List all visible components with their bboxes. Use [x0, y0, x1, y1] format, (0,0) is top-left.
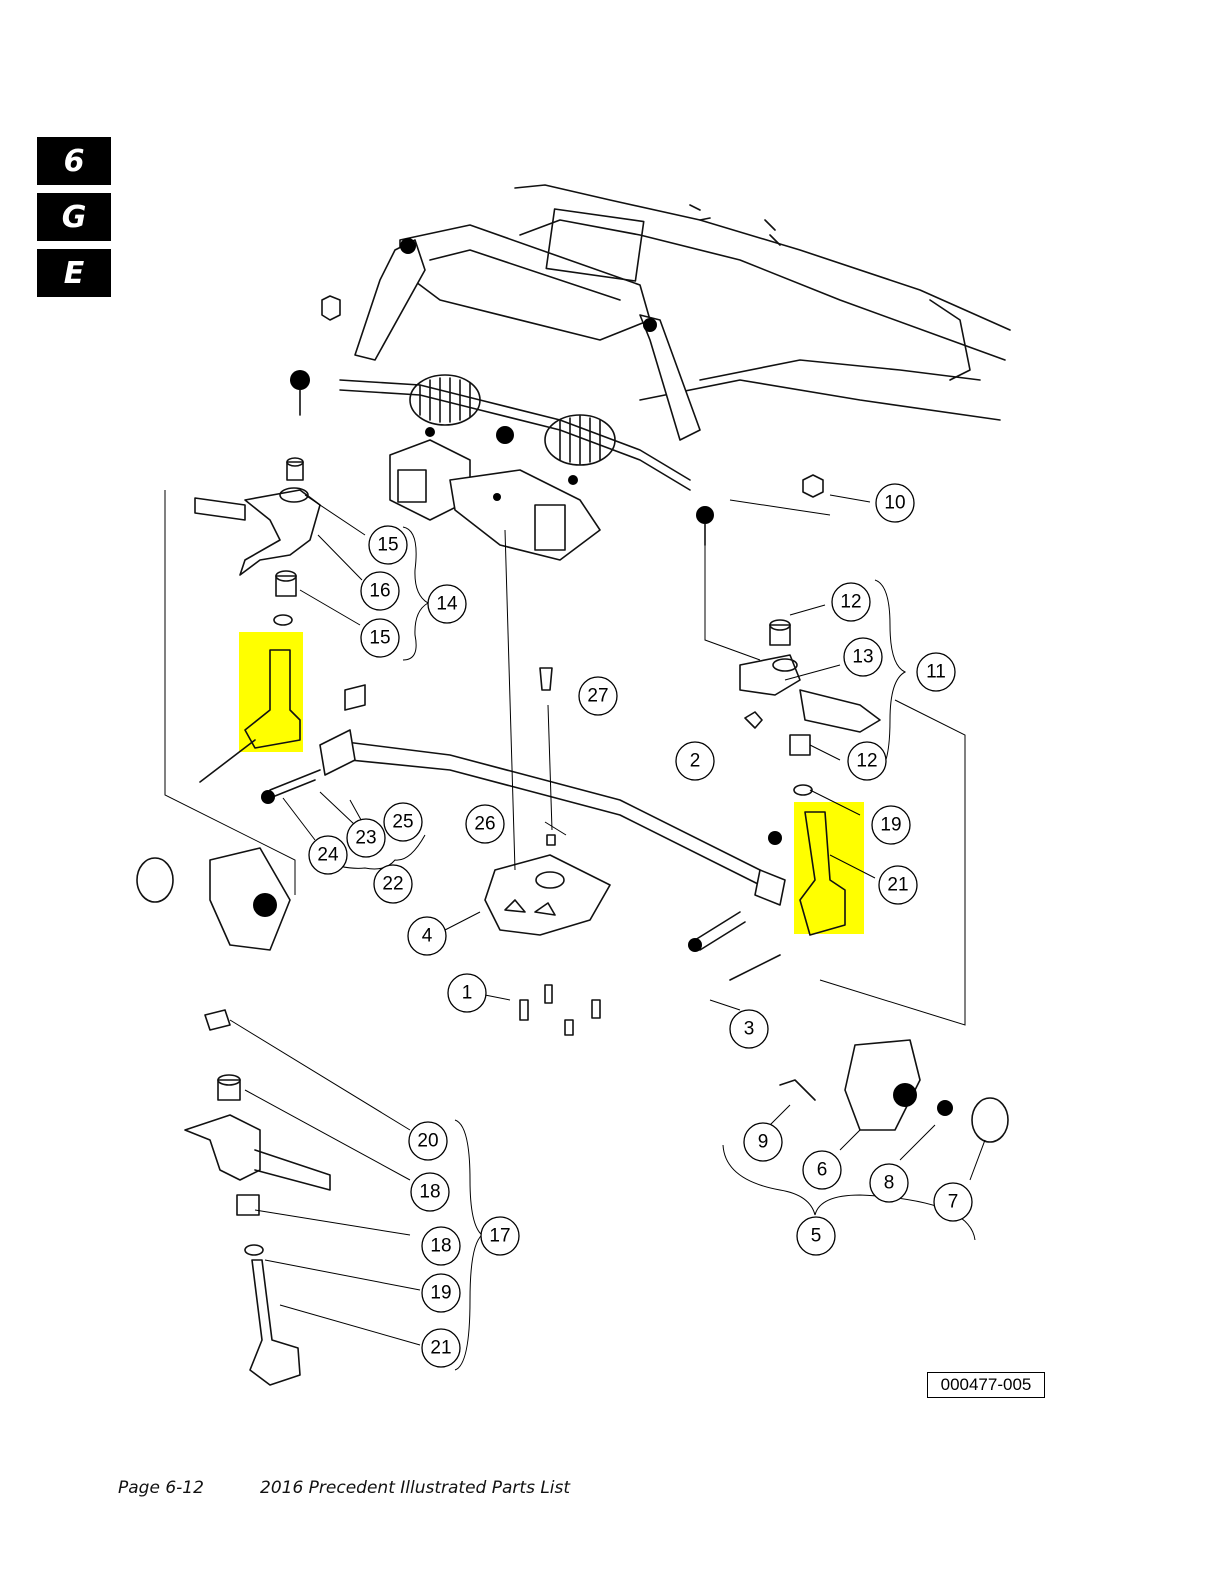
callout-21-right[interactable]: 21: [878, 865, 918, 905]
callout-12-lower[interactable]: 12: [847, 741, 887, 781]
section-tab-6[interactable]: 6: [37, 137, 111, 185]
svg-text:4: 4: [422, 926, 433, 947]
svg-text:3: 3: [744, 1019, 755, 1040]
leader-lines: [164, 490, 986, 1371]
callout-2[interactable]: 2: [675, 741, 715, 781]
highlight-kingpin-left: [239, 632, 303, 752]
svg-text:19: 19: [430, 1283, 451, 1304]
svg-text:7: 7: [948, 1192, 959, 1213]
svg-text:21: 21: [887, 875, 908, 896]
svg-text:19: 19: [880, 815, 901, 836]
center-mount-plate: [484, 667, 611, 1036]
footer-page-number: Page 6-12: [118, 1478, 204, 1498]
svg-text:1: 1: [462, 983, 473, 1004]
svg-text:10: 10: [884, 493, 905, 514]
callout-3[interactable]: 3: [729, 1009, 769, 1049]
callout-16[interactable]: 16: [360, 571, 400, 611]
callout-6[interactable]: 6: [802, 1150, 842, 1190]
callout-5[interactable]: 5: [796, 1216, 836, 1256]
svg-text:25: 25: [392, 812, 413, 833]
svg-text:11: 11: [926, 662, 946, 683]
callout-8[interactable]: 8: [869, 1163, 909, 1203]
callout-26[interactable]: 26: [465, 804, 505, 844]
right-spindle-assembly: [739, 619, 1009, 1143]
section-tab-e[interactable]: E: [37, 249, 111, 297]
callout-7[interactable]: 7: [933, 1182, 973, 1222]
svg-text:23: 23: [355, 828, 376, 849]
callout-12-upper[interactable]: 12: [831, 582, 871, 622]
callout-9[interactable]: 9: [743, 1122, 783, 1162]
svg-text:16: 16: [369, 581, 390, 602]
leaf-spring-axle: [261, 684, 846, 981]
figure-id-box: 000477-005: [927, 1372, 1045, 1398]
callout-18-lower[interactable]: 18: [421, 1226, 461, 1266]
svg-text:20: 20: [417, 1131, 438, 1152]
callout-10[interactable]: 10: [875, 483, 915, 523]
callout-17[interactable]: 17: [480, 1216, 520, 1256]
callout-13[interactable]: 13: [843, 637, 883, 677]
callout-1[interactable]: 1: [447, 973, 487, 1013]
svg-text:2: 2: [690, 751, 701, 772]
callout-15-upper[interactable]: 15: [368, 525, 408, 565]
svg-text:24: 24: [317, 845, 339, 866]
callout-19-right[interactable]: 19: [871, 805, 911, 845]
svg-text:21: 21: [430, 1338, 451, 1359]
svg-text:15: 15: [369, 628, 390, 649]
callout-23[interactable]: 23: [346, 818, 386, 858]
callout-15-lower[interactable]: 15: [360, 618, 400, 658]
svg-text:22: 22: [382, 874, 403, 895]
svg-text:26: 26: [474, 814, 495, 835]
svg-text:18: 18: [419, 1182, 440, 1203]
svg-text:6: 6: [817, 1160, 828, 1181]
callout-24[interactable]: 24: [308, 835, 348, 875]
callout-18-upper[interactable]: 18: [410, 1172, 450, 1212]
callout-20[interactable]: 20: [408, 1121, 448, 1161]
callout-25[interactable]: 25: [383, 802, 423, 842]
svg-text:17: 17: [489, 1226, 510, 1247]
svg-text:14: 14: [436, 594, 458, 615]
spindle-detail-assembly: [184, 1009, 331, 1386]
callout-14[interactable]: 14: [427, 584, 467, 624]
section-tab-g[interactable]: G: [37, 193, 111, 241]
svg-text:12: 12: [856, 751, 877, 772]
callout-4[interactable]: 4: [407, 916, 447, 956]
callout-11[interactable]: 11: [916, 652, 956, 692]
svg-text:27: 27: [587, 686, 608, 707]
svg-text:9: 9: [758, 1132, 769, 1153]
svg-text:15: 15: [377, 535, 398, 556]
footer-document-title: 2016 Precedent Illustrated Parts List: [260, 1478, 571, 1498]
callout-19-detail[interactable]: 19: [421, 1273, 461, 1313]
left-spindle-assembly: [136, 457, 321, 951]
svg-text:18: 18: [430, 1236, 451, 1257]
callout-22[interactable]: 22: [373, 864, 413, 904]
svg-text:12: 12: [840, 592, 861, 613]
callout-21-detail[interactable]: 21: [421, 1328, 461, 1368]
svg-text:5: 5: [811, 1226, 822, 1247]
frame-assembly: [290, 184, 1011, 561]
svg-text:8: 8: [884, 1173, 895, 1194]
callout-27[interactable]: 27: [578, 676, 618, 716]
svg-text:13: 13: [852, 647, 873, 668]
